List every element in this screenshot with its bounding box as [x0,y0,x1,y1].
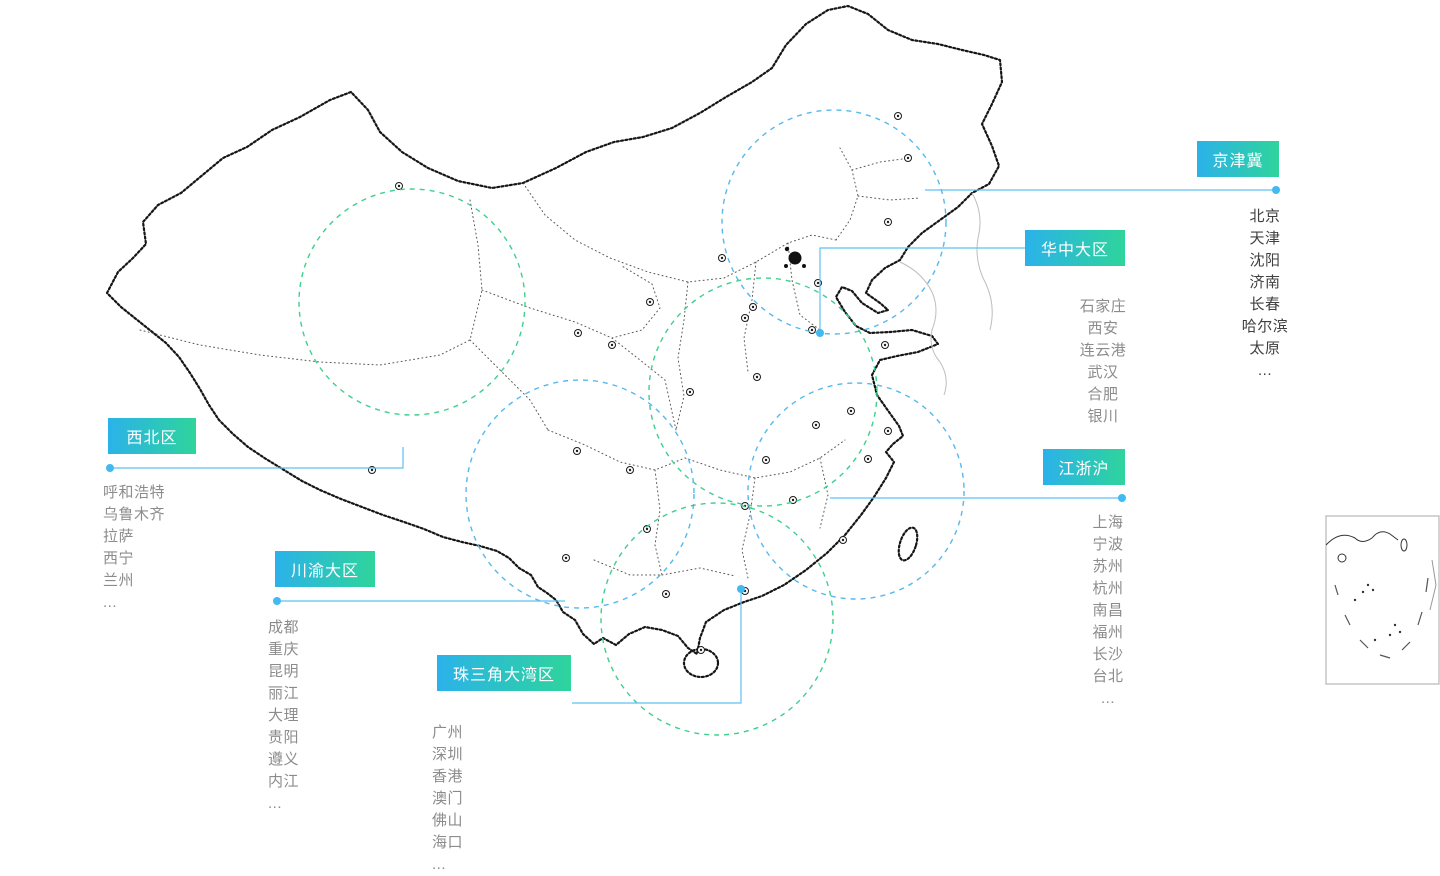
region-label-zhusanjiao[interactable]: 珠三角大湾区 [437,655,571,691]
city-item: 北京 [1249,208,1281,225]
city-markers [368,112,912,654]
city-item: 天津 [1249,230,1281,247]
city-item: 西宁 [103,550,135,567]
city-item: 石家庄 [1079,298,1127,315]
city-item: 拉萨 [103,528,135,545]
region-label-jingjinji[interactable]: 京津冀 [1197,141,1279,177]
province-boundaries [139,147,921,579]
city-item: 重庆 [268,641,300,658]
city-item: 台北 [1092,668,1124,685]
china-outline [105,4,1004,679]
city-item: 佛山 [432,812,464,829]
city-item: 沈阳 [1249,252,1281,269]
city-item: 香港 [432,768,464,785]
region-circle-xibei [298,188,526,416]
city-item: 南昌 [1092,602,1124,619]
city-item: 呼和浩特 [103,484,166,501]
taiwan-island [897,526,919,562]
region-label-xibei[interactable]: 西北区 [108,418,196,454]
city-item: 太原 [1249,340,1281,357]
region-circle-chuanyu [465,379,695,609]
city-item: 福州 [1092,624,1124,641]
connector-huazhong [819,247,1025,330]
connector-zhusanjiao [572,592,742,704]
city-item: 大理 [268,707,300,724]
connector-xibei [114,447,404,469]
city-list-chuanyu: 成都 重庆 昆明 丽江 大理 贵阳 遵义 内江 ... [268,617,378,815]
city-item: 长春 [1249,296,1281,313]
region-circle-huazhong [648,277,878,507]
city-item: 海口 [432,834,464,851]
city-item: 济南 [1249,274,1281,291]
city-item: 贵阳 [268,729,300,746]
region-circle-zhusanjiao [600,502,834,736]
city-item: 兰州 [103,572,135,589]
city-item: 杭州 [1092,580,1124,597]
city-item: 哈尔滨 [1241,318,1289,335]
region-label-huazhong[interactable]: 华中大区 [1025,230,1125,266]
city-item: 银川 [1087,408,1119,425]
city-list-huazhong: 石家庄 西安 连云港 武汉 合肥 银川 [1050,296,1156,428]
city-item: ... [432,856,447,873]
city-item: 上海 [1092,514,1124,531]
city-list-jiangzhehu: 上海 宁波 苏州 杭州 南昌 福州 长沙 台北 ... [1058,512,1158,710]
city-item: ... [1257,362,1272,379]
city-item: 丽江 [268,685,300,702]
city-item: 乌鲁木齐 [103,506,166,523]
city-item: 深圳 [432,746,464,763]
connector-dots [106,186,1280,605]
south-china-sea-inset [1325,515,1440,685]
beijing-cluster [788,251,802,265]
city-item: 内江 [268,773,300,790]
city-item: ... [103,594,118,611]
city-item: ... [268,795,283,812]
city-list-xibei: 呼和浩特 乌鲁木齐 拉萨 西宁 兰州 ... [103,482,233,614]
region-circle-jiangzhehu [747,382,965,600]
city-item: 连云港 [1079,342,1127,359]
region-circle-jingjinji [721,109,947,335]
city-item: 武汉 [1087,364,1119,381]
city-list-jingjinji: 北京 天津 沈阳 济南 长春 哈尔滨 太原 ... [1205,206,1325,382]
city-item: 成都 [268,619,300,636]
city-item: ... [1100,690,1115,707]
city-item: 长沙 [1092,646,1124,663]
city-item: 合肥 [1087,386,1119,403]
neighbor-coastlines [899,192,993,396]
city-item: 宁波 [1092,536,1124,553]
region-label-chuanyu[interactable]: 川渝大区 [275,551,375,587]
city-item: 遵义 [268,751,300,768]
city-item: 澳门 [432,790,464,807]
city-item: 苏州 [1092,558,1124,575]
city-item: 西安 [1087,320,1119,337]
city-item: 广州 [432,724,464,741]
region-label-jiangzhehu[interactable]: 江浙沪 [1043,449,1125,485]
city-list-zhusanjiao: 广州 深圳 香港 澳门 佛山 海口 ... [432,722,542,876]
city-item: 昆明 [268,663,300,680]
